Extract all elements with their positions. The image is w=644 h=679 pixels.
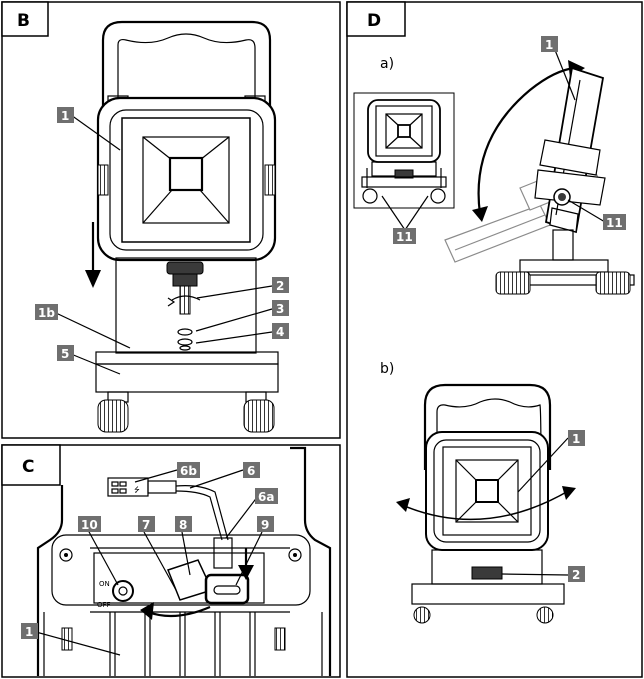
sub-label-a: a) <box>380 56 394 72</box>
svg-text:1b: 1b <box>38 306 55 320</box>
callout-6a: 6a <box>225 488 278 539</box>
callout-2-d-b: 2 <box>501 566 585 582</box>
svg-text:11: 11 <box>396 230 413 244</box>
rotate-left-arrow-icon <box>396 498 410 512</box>
led-chip <box>168 156 204 192</box>
panel-b: B <box>1 1 341 439</box>
callout-1: 1 <box>57 107 121 151</box>
power-switch <box>112 580 134 602</box>
panel-label-b: B <box>17 11 30 31</box>
switch-off-label: OFF <box>97 601 111 609</box>
svg-text:1: 1 <box>545 38 553 52</box>
svg-text:10: 10 <box>81 518 98 532</box>
panel-label-c: C <box>22 457 34 477</box>
panel-c: C ⭍ ON OFF <box>1 444 341 678</box>
callout-1b: 1b <box>35 304 131 349</box>
tilt-arrow-icon <box>472 206 488 222</box>
switch-on-label: ON <box>99 580 110 588</box>
svg-text:1: 1 <box>25 625 33 639</box>
callout-11-inset: 11 <box>381 195 429 244</box>
svg-text:6: 6 <box>247 464 255 478</box>
svg-text:1: 1 <box>61 109 69 123</box>
callout-6b: 6b <box>134 462 200 483</box>
svg-text:9: 9 <box>261 518 269 532</box>
callout-10: 10 <box>78 516 119 586</box>
svg-text:6b: 6b <box>180 464 197 478</box>
svg-text:1: 1 <box>572 432 580 446</box>
callout-5: 5 <box>57 345 121 375</box>
callout-1-d-b: 1 <box>517 430 585 493</box>
svg-text:4: 4 <box>276 325 284 339</box>
panel-label-d: D <box>367 11 381 31</box>
svg-text:8: 8 <box>179 518 187 532</box>
callout-2: 2 <box>196 277 289 299</box>
insert-arrow-icon <box>238 565 254 580</box>
down-arrow-icon <box>85 270 101 288</box>
svg-text:7: 7 <box>142 518 150 532</box>
usb-c-port <box>213 585 241 595</box>
usb-symbol-icon: ⭍ <box>134 486 140 494</box>
open-arrow-icon <box>140 602 154 620</box>
callout-4: 4 <box>195 323 289 344</box>
callout-8: 8 <box>175 516 192 576</box>
callout-11-side: 11 <box>567 199 626 230</box>
svg-text:5: 5 <box>61 347 69 361</box>
svg-text:2: 2 <box>276 279 284 293</box>
callout-9: 9 <box>235 516 274 586</box>
svg-text:11: 11 <box>606 216 623 230</box>
sub-label-b: b) <box>380 361 394 377</box>
svg-text:3: 3 <box>276 302 284 316</box>
rotate-right-arrow-icon <box>562 486 576 500</box>
callout-3: 3 <box>195 300 289 332</box>
svg-text:6a: 6a <box>258 490 274 504</box>
panel-d: D a) b) <box>346 1 643 678</box>
callout-1-c: 1 <box>21 623 121 656</box>
callout-6: 6 <box>189 462 260 489</box>
callout-7: 7 <box>138 516 177 591</box>
callout-1-d-a: 1 <box>541 36 576 101</box>
svg-text:2: 2 <box>572 568 580 582</box>
